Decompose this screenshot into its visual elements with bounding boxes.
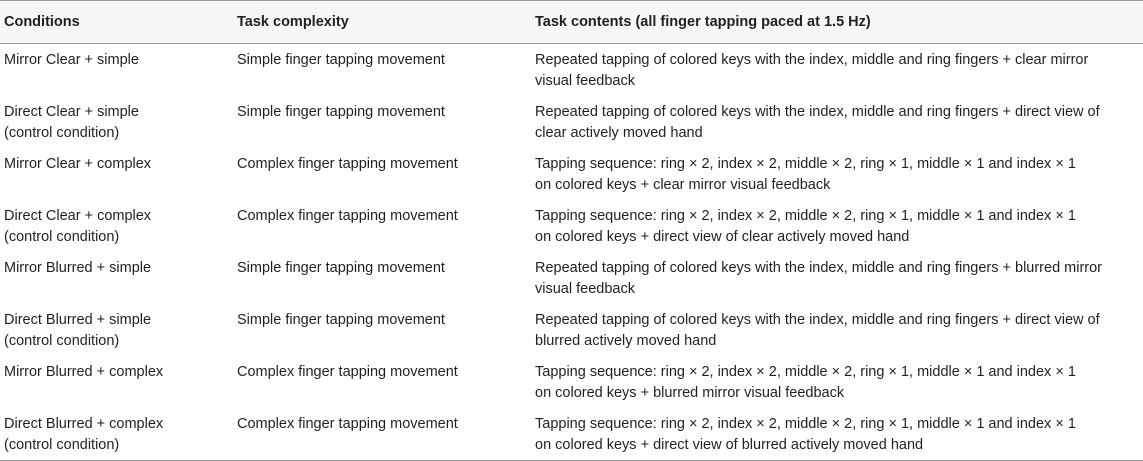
contents-line: Repeated tapping of colored keys with th… xyxy=(535,260,1103,276)
cell-task-complexity: Simple finger tapping movement xyxy=(237,52,445,68)
cell-task-contents: Repeated tapping of colored keys with th… xyxy=(535,252,1143,304)
cell-task-complexity: Complex finger tapping movement xyxy=(237,156,458,172)
table-row: Mirror Blurred + complex Complex finger t… xyxy=(0,356,1143,408)
contents-line: visual feedback xyxy=(535,73,635,89)
condition-line: Direct Clear + simple xyxy=(4,104,139,120)
cell-task-contents: Tapping sequence: ring × 2, index × 2, m… xyxy=(535,356,1143,408)
cell-condition: Direct Blurred + simple (control conditio… xyxy=(0,304,237,356)
cell-condition: Mirror Clear + simple xyxy=(0,44,237,97)
condition-line: (control condition) xyxy=(4,125,120,141)
contents-line: Repeated tapping of colored keys with th… xyxy=(535,104,1100,120)
cell-task-contents: Repeated tapping of colored keys with th… xyxy=(535,96,1143,148)
table-row: Mirror Blurred + simple Simple finger tap… xyxy=(0,252,1143,304)
contents-line: Tapping sequence: ring × 2, index × 2, m… xyxy=(535,156,1076,172)
cell-condition: Direct Clear + complex (control condition… xyxy=(0,200,237,252)
contents-line: Tapping sequence: ring × 2, index × 2, m… xyxy=(535,208,1076,224)
cell-task-contents: Repeated tapping of colored keys with th… xyxy=(535,304,1143,356)
table-row: Direct Clear + simple (control condition)… xyxy=(0,96,1143,148)
contents-line: Tapping sequence: ring × 2, index × 2, m… xyxy=(535,416,1076,432)
condition-line: Mirror Blurred + complex xyxy=(4,364,164,380)
header-conditions: Conditions xyxy=(0,0,237,44)
cell-condition: Direct Clear + simple (control condition) xyxy=(0,96,237,148)
cell-condition: Mirror Clear + complex xyxy=(0,148,237,200)
table-row: Mirror Clear + complex Complex finger tap… xyxy=(0,148,1143,200)
header-task-complexity: Task complexity xyxy=(237,0,535,44)
header-row: Conditions Task complexity Task contents… xyxy=(0,0,1143,44)
table-row: Mirror Clear + simple Simple finger tappi… xyxy=(0,44,1143,97)
cell-task-complexity: Simple finger tapping movement xyxy=(237,104,445,120)
condition-line: Mirror Clear + simple xyxy=(4,52,139,68)
cell-task-complexity: Simple finger tapping movement xyxy=(237,312,445,328)
cell-task-complexity: Complex finger tapping movement xyxy=(237,408,535,461)
cell-task-complexity: Simple finger tapping movement xyxy=(237,260,445,276)
table-row: Direct Clear + complex (control condition… xyxy=(0,200,1143,252)
cell-condition: Mirror Blurred + complex xyxy=(0,356,237,408)
condition-line: Direct Clear + complex xyxy=(4,208,152,224)
table-row: Direct Blurred + simple (control conditio… xyxy=(0,304,1143,356)
condition-line: Direct Blurred + simple xyxy=(4,312,152,328)
contents-line: Repeated tapping of colored keys with th… xyxy=(535,312,1100,328)
condition-line: (control condition) xyxy=(4,333,120,349)
cell-task-complexity: Complex finger tapping movement xyxy=(237,208,458,224)
contents-line: visual feedback xyxy=(535,281,635,297)
cell-condition: Mirror Blurred + simple xyxy=(0,252,237,304)
cell-task-complexity: Complex finger tapping movement xyxy=(237,364,458,380)
condition-line: Mirror Clear + complex xyxy=(4,156,152,172)
contents-line: on colored keys + clear mirror visual fe… xyxy=(535,177,831,193)
contents-line: clear actively moved hand xyxy=(535,125,703,141)
contents-line: on colored keys + blurred mirror visual … xyxy=(535,385,845,401)
cell-condition: Direct Blurred + complex(control conditi… xyxy=(0,408,237,461)
cell-task-contents: Tapping sequence: ring × 2, index × 2, m… xyxy=(535,148,1143,200)
cell-task-contents: Tapping sequence: ring × 2, index × 2, m… xyxy=(535,200,1143,252)
contents-line: on colored keys + direct view of clear a… xyxy=(535,229,910,245)
contents-line: blurred actively moved hand xyxy=(535,333,717,349)
contents-line: Tapping sequence: ring × 2, index × 2, m… xyxy=(535,364,1076,380)
header-task-contents: Task contents (all finger tapping paced … xyxy=(535,0,1143,44)
table-header: Conditions Task complexity Task contents… xyxy=(0,0,1143,44)
condition-line: (control condition) xyxy=(4,229,120,245)
contents-line: Repeated tapping of colored keys with th… xyxy=(535,52,1089,68)
condition-line: Mirror Blurred + simple xyxy=(4,260,152,276)
cell-task-contents: Repeated tapping of colored keys with th… xyxy=(535,44,1143,97)
table-row: Direct Blurred + complex(control conditi… xyxy=(0,408,1143,461)
cell-task-contents: Tapping sequence: ring × 2, index × 2, m… xyxy=(535,408,1143,461)
condition-line: Direct Blurred + complex xyxy=(4,416,164,432)
